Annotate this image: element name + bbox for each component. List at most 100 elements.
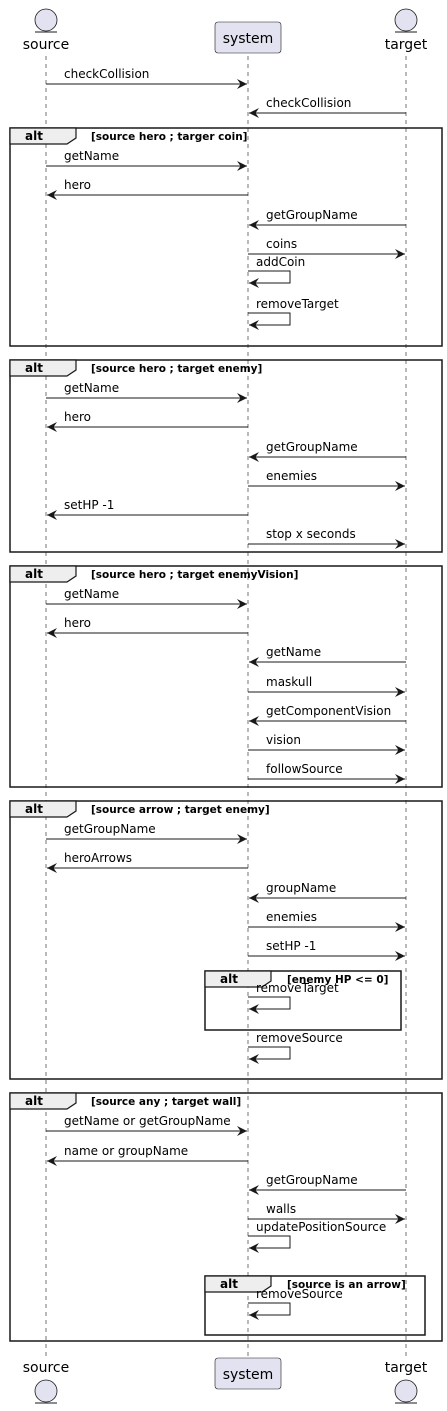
message: groupName	[249, 881, 406, 903]
message-label: getGroupName	[266, 208, 358, 222]
message-label: removeSource	[256, 1287, 343, 1301]
message-label: followSource	[266, 762, 343, 776]
alt-frame: alt [enemy HP <= 0]	[204, 970, 402, 1031]
frame-border	[9, 565, 443, 788]
participant-target-top: target	[385, 8, 428, 53]
entity-icon	[34, 1379, 58, 1403]
message: enemies	[248, 469, 405, 491]
message-label: enemies	[266, 469, 317, 483]
message: maskull	[248, 675, 405, 697]
participant-source-top: source	[23, 8, 70, 53]
message-label: removeTarget	[256, 297, 339, 311]
message-label: maskull	[266, 675, 312, 689]
participant-label: source	[23, 1360, 70, 1376]
participant-box	[214, 1357, 282, 1390]
message-label: getGroupName	[266, 1173, 358, 1187]
frame-tab	[204, 970, 272, 988]
participant-system-top: system	[214, 21, 282, 54]
message-label: getComponentVision	[266, 704, 391, 718]
message-label: getGroupName	[266, 440, 358, 454]
entity-icon	[394, 8, 418, 32]
frame-keyword: alt	[25, 361, 43, 375]
frame-tab	[204, 1275, 272, 1293]
message-label: getName	[266, 645, 321, 659]
alt-frame: alt[source any ; target wall]	[9, 1092, 443, 1342]
alt-frame: alt[source arrow ; target enemy]	[9, 800, 443, 1080]
self-message-arrow	[248, 312, 291, 330]
message: getName	[46, 381, 247, 403]
alt-frame: alt[source hero ; targer coin]	[9, 127, 443, 347]
frame-condition: [source any ; target wall]	[91, 1096, 241, 1108]
message-label: checkCollision	[64, 67, 149, 81]
participant-source-bottom: source	[23, 1360, 70, 1404]
message-label: addCoin	[256, 255, 305, 269]
message: stop x seconds	[248, 527, 405, 549]
frame-border	[9, 1092, 443, 1342]
message: hero	[47, 616, 248, 638]
message-label: enemies	[266, 910, 317, 924]
frame-condition: [enemy HP <= 0]	[287, 974, 388, 986]
frame-tab	[9, 1092, 77, 1110]
alt-frames: alt[source hero ; targer coin]alt[source…	[9, 127, 443, 1342]
message: getGroupName	[249, 440, 406, 462]
participant-box	[214, 21, 282, 54]
message-label: hero	[64, 616, 91, 630]
message: vision	[248, 733, 405, 755]
message: hero	[47, 410, 248, 432]
frame-condition: [source hero ; target enemyVision]	[91, 569, 298, 581]
message-label: setHP -1	[266, 939, 316, 953]
frame-condition: [source hero ; target enemy]	[91, 363, 262, 375]
frame-border	[9, 359, 443, 553]
self-message-arrow	[248, 1235, 291, 1253]
frame-border	[204, 1275, 426, 1336]
message-label: coins	[266, 237, 297, 251]
frame-tab	[9, 359, 77, 377]
message: removeSource	[248, 1287, 343, 1320]
participant-label: system	[223, 1367, 274, 1383]
frame-keyword: alt	[220, 972, 238, 986]
self-message-arrow	[248, 270, 291, 288]
messages: checkCollisioncheckCollisiongetNameherog…	[46, 67, 406, 1320]
message: updatePositionSource	[248, 1220, 386, 1253]
alt-frame: alt [source hero ; target enemy]	[9, 359, 443, 553]
message-label: walls	[266, 1202, 296, 1216]
message-label: heroArrows	[64, 851, 132, 865]
message: getName	[249, 645, 406, 667]
message-label: getName	[64, 587, 119, 601]
frame-tab	[9, 565, 77, 583]
participant-target-bottom: target	[385, 1360, 428, 1404]
frame-keyword: alt	[25, 802, 43, 816]
entity-icon	[394, 1379, 418, 1403]
message-label: setHP -1	[64, 498, 114, 512]
message: getName	[46, 587, 247, 609]
message: getGroupName	[249, 208, 406, 230]
participants: source source system system target target	[23, 8, 428, 1404]
frame-border	[9, 800, 443, 1080]
message: getName	[46, 149, 247, 171]
message-label: vision	[266, 733, 301, 747]
message: removeTarget	[248, 297, 339, 330]
message: walls	[248, 1202, 405, 1224]
frame-condition: [source is an arrow]	[287, 1279, 406, 1291]
message-label: hero	[64, 410, 91, 424]
participant-label: source	[23, 37, 70, 53]
alt-frame: alt[source is an arrow]	[204, 1275, 426, 1336]
message-label: getGroupName	[64, 822, 156, 836]
lifelines	[45, 56, 407, 1356]
self-message-arrow	[248, 1302, 291, 1320]
message-label: name or groupName	[64, 1144, 188, 1158]
frame-keyword: alt	[25, 567, 43, 581]
frame-keyword: alt	[25, 129, 43, 143]
message-label: updatePositionSource	[256, 1220, 386, 1234]
participant-label: system	[223, 31, 274, 47]
message-label: stop x seconds	[266, 527, 356, 541]
message: followSource	[248, 762, 405, 784]
message-label: getName	[64, 381, 119, 395]
frame-tab	[9, 127, 77, 145]
message-label: removeSource	[256, 1031, 343, 1045]
message-label: getName or getGroupName	[64, 1114, 231, 1128]
message: getComponentVision	[249, 704, 406, 726]
message-label: removeTarget	[256, 981, 339, 995]
message: removeSource	[248, 1031, 343, 1064]
